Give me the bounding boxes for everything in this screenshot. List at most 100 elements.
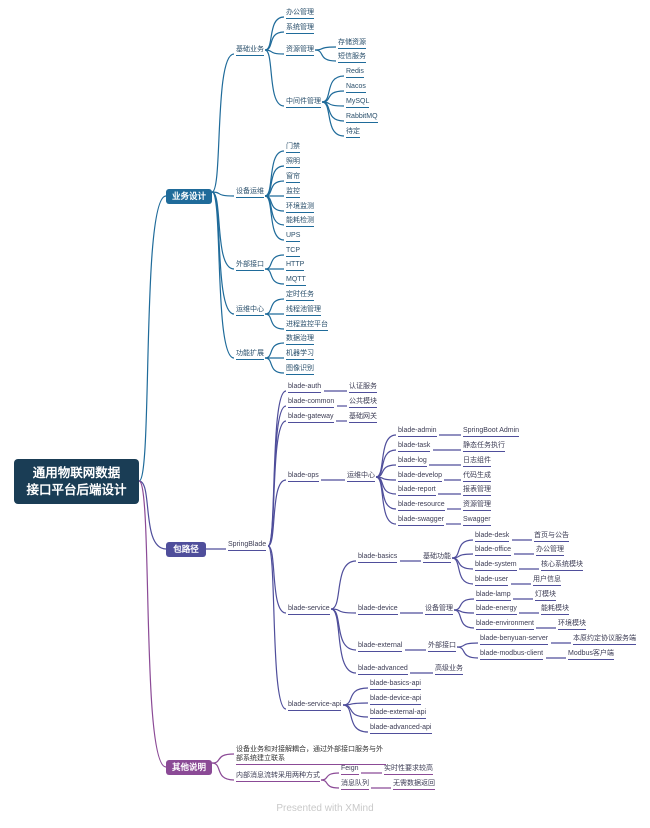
package-service-module-3[interactable]: blade-advanced: [358, 665, 408, 675]
package-service-sub-desc-0-1[interactable]: 办公管理: [536, 546, 564, 556]
package-ops-module-0[interactable]: blade-admin: [398, 427, 437, 437]
package-module-1[interactable]: blade-common: [288, 398, 335, 408]
package-ops-module-1[interactable]: blade-task: [398, 442, 431, 452]
package-service-api-item-0[interactable]: blade-basics-api: [370, 680, 421, 690]
business-group-4[interactable]: 功能扩展: [236, 350, 264, 360]
business-leaf-1-1[interactable]: 照明: [286, 158, 300, 168]
package-ops-module-4[interactable]: blade-report: [398, 486, 436, 496]
package-service-sub-desc-0-3[interactable]: 用户信息: [533, 576, 561, 586]
package-service-sub-desc-1-1[interactable]: 能耗模块: [541, 605, 569, 615]
package-module-4[interactable]: blade-service: [288, 605, 330, 615]
package-service-desc-0[interactable]: 基础功能: [423, 553, 451, 563]
business-leaf-4-1[interactable]: 机器学习: [286, 350, 314, 360]
business-middleware-item-1[interactable]: Nacos: [346, 83, 366, 93]
package-service-sub-1-2[interactable]: blade-environment: [476, 620, 534, 630]
business-leaf-1-6[interactable]: UPS: [286, 232, 301, 242]
package-module-desc-2[interactable]: 基础网关: [349, 413, 377, 423]
business-basic-item-1[interactable]: 系统管理: [286, 24, 314, 34]
business-leaf-2-0[interactable]: TCP: [286, 247, 300, 257]
business-middleware-item-3[interactable]: RabbitMQ: [346, 113, 378, 123]
business-leaf-3-1[interactable]: 线程池管理: [286, 306, 321, 316]
package-service-desc-1[interactable]: 设备管理: [425, 605, 453, 615]
business-leaf-4-2[interactable]: 图像识别: [286, 365, 314, 375]
package-ops-module-desc-0[interactable]: SpringBoot Admin: [463, 427, 520, 437]
package-service-sub-desc-2-1[interactable]: Modbus客户端: [568, 650, 614, 660]
package-service-desc-3[interactable]: 高级业务: [435, 665, 463, 675]
other-note-decoupling[interactable]: 设备业务和对接解耦合，通过外部接口服务与外部系统建立联系: [236, 745, 386, 765]
package-service-sub-desc-1-0[interactable]: 灯模块: [535, 591, 556, 601]
package-ops-center[interactable]: 运维中心: [347, 472, 375, 482]
business-leaf-1-5[interactable]: 能耗检测: [286, 217, 314, 227]
business-leaf-2-1[interactable]: HTTP: [286, 261, 305, 271]
package-ops-module-desc-4[interactable]: 报表管理: [463, 486, 491, 496]
package-ops-module-2[interactable]: blade-log: [398, 457, 427, 467]
package-ops-module-3[interactable]: blade-develop: [398, 472, 442, 482]
branch-other-notes[interactable]: 其他说明: [166, 760, 212, 775]
package-module-desc-0[interactable]: 认证服务: [349, 383, 377, 393]
business-basic-item-0[interactable]: 办公管理: [286, 9, 314, 19]
package-service-module-2[interactable]: blade-external: [358, 642, 403, 652]
business-leaf-3-0[interactable]: 定时任务: [286, 291, 314, 301]
package-service-sub-desc-1-2[interactable]: 环境模块: [558, 620, 586, 630]
business-leaf-1-2[interactable]: 窗帘: [286, 173, 300, 183]
package-service-module-1[interactable]: blade-device: [358, 605, 398, 615]
business-leaf-4-0[interactable]: 数据治理: [286, 335, 314, 345]
package-module-0[interactable]: blade-auth: [288, 383, 322, 393]
package-service-sub-desc-0-0[interactable]: 首页与公告: [534, 532, 569, 542]
package-module-3[interactable]: blade-ops: [288, 472, 319, 482]
business-basic-item-2[interactable]: 资源管理: [286, 46, 314, 56]
business-middleware-item-2[interactable]: MySQL: [346, 98, 370, 108]
package-service-desc-2[interactable]: 外部接口: [428, 642, 456, 652]
package-service-api-item-1[interactable]: blade-device-api: [370, 695, 422, 705]
package-service-sub-1-1[interactable]: blade-energy: [476, 605, 517, 615]
package-service-sub-2-1[interactable]: blade-modbus-client: [480, 650, 544, 660]
business-leaf-2-2[interactable]: MQTT: [286, 276, 306, 286]
package-service-sub-desc-2-0[interactable]: 本原约定协议服务端: [573, 635, 636, 645]
business-group-2[interactable]: 外部接口: [236, 261, 264, 271]
other-message-queue-desc[interactable]: 无需数据返回: [393, 780, 435, 790]
package-service-module-0[interactable]: blade-basics: [358, 553, 398, 563]
package-module-desc-1[interactable]: 公共模块: [349, 398, 377, 408]
other-note-message-flow[interactable]: 内部消息流转采用两种方式: [236, 772, 320, 782]
package-ops-module-5[interactable]: blade-resource: [398, 501, 445, 511]
connector: [264, 49, 285, 55]
business-leaf-1-3[interactable]: 监控: [286, 188, 300, 198]
other-feign-desc[interactable]: 实时性要求较高: [384, 765, 433, 775]
business-basic-item-3[interactable]: 中间件管理: [286, 98, 321, 108]
other-feign[interactable]: Feign: [341, 765, 359, 775]
package-ops-module-desc-1[interactable]: 静态任务执行: [463, 442, 505, 452]
package-service-sub-2-0[interactable]: blade-benyuan-server: [480, 635, 549, 645]
business-middleware-item-4[interactable]: 待定: [346, 128, 360, 138]
package-ops-module-desc-6[interactable]: Swagger: [463, 516, 491, 526]
package-service-sub-0-3[interactable]: blade-user: [475, 576, 509, 586]
business-resource-item-0[interactable]: 存储资源: [338, 39, 366, 49]
package-service-api-item-3[interactable]: blade-advanced-api: [370, 724, 432, 734]
package-ops-module-6[interactable]: blade-swagger: [398, 516, 444, 526]
package-service-sub-desc-0-2[interactable]: 核心系统模块: [541, 561, 583, 571]
package-service-sub-1-0[interactable]: blade-lamp: [476, 591, 511, 601]
package-module-2[interactable]: blade-gateway: [288, 413, 334, 423]
package-ops-module-desc-2[interactable]: 日志组件: [463, 457, 491, 467]
business-resource-item-1[interactable]: 短信服务: [338, 53, 366, 63]
package-springblade[interactable]: SpringBlade: [228, 541, 267, 551]
package-service-sub-0-0[interactable]: blade-desk: [475, 532, 510, 542]
package-ops-module-desc-3[interactable]: 代码生成: [463, 472, 491, 482]
business-middleware-item-0[interactable]: Redis: [346, 68, 364, 78]
package-module-5[interactable]: blade-service-api: [288, 701, 342, 711]
other-message-queue[interactable]: 消息队列: [341, 780, 369, 790]
business-group-3[interactable]: 运维中心: [236, 306, 264, 316]
business-leaf-1-4[interactable]: 环境监测: [286, 203, 314, 213]
business-group-0[interactable]: 基础业务: [236, 46, 264, 56]
package-service-sub-0-1[interactable]: blade-office: [475, 546, 512, 556]
package-ops-module-desc-5[interactable]: 资源管理: [463, 501, 491, 511]
business-group-1[interactable]: 设备运维: [236, 188, 264, 198]
business-leaf-3-2[interactable]: 进程监控平台: [286, 321, 328, 331]
business-leaf-1-0[interactable]: 门禁: [286, 143, 300, 153]
package-service-api-item-2[interactable]: blade-external-api: [370, 709, 427, 719]
root-topic[interactable]: 通用物联网数据 接口平台后端设计: [14, 459, 139, 504]
package-service-sub-0-2[interactable]: blade-system: [475, 561, 517, 571]
branch-business-design[interactable]: 业务设计: [166, 189, 212, 204]
branch-package-path[interactable]: 包路径: [166, 542, 206, 557]
